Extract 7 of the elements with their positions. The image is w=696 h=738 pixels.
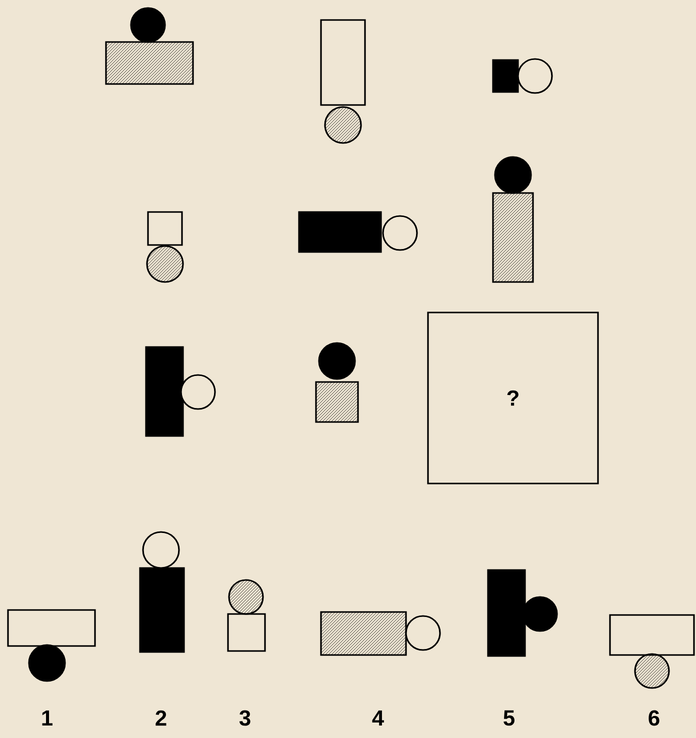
answer-box: ? bbox=[427, 312, 599, 484]
option-number: 3 bbox=[239, 710, 250, 726]
option-number: 4 bbox=[372, 710, 384, 726]
option-number: 1 bbox=[42, 710, 52, 726]
option-number: 6 bbox=[648, 710, 660, 726]
option-number: 2 bbox=[156, 710, 166, 726]
option-number: 5 bbox=[504, 710, 514, 726]
